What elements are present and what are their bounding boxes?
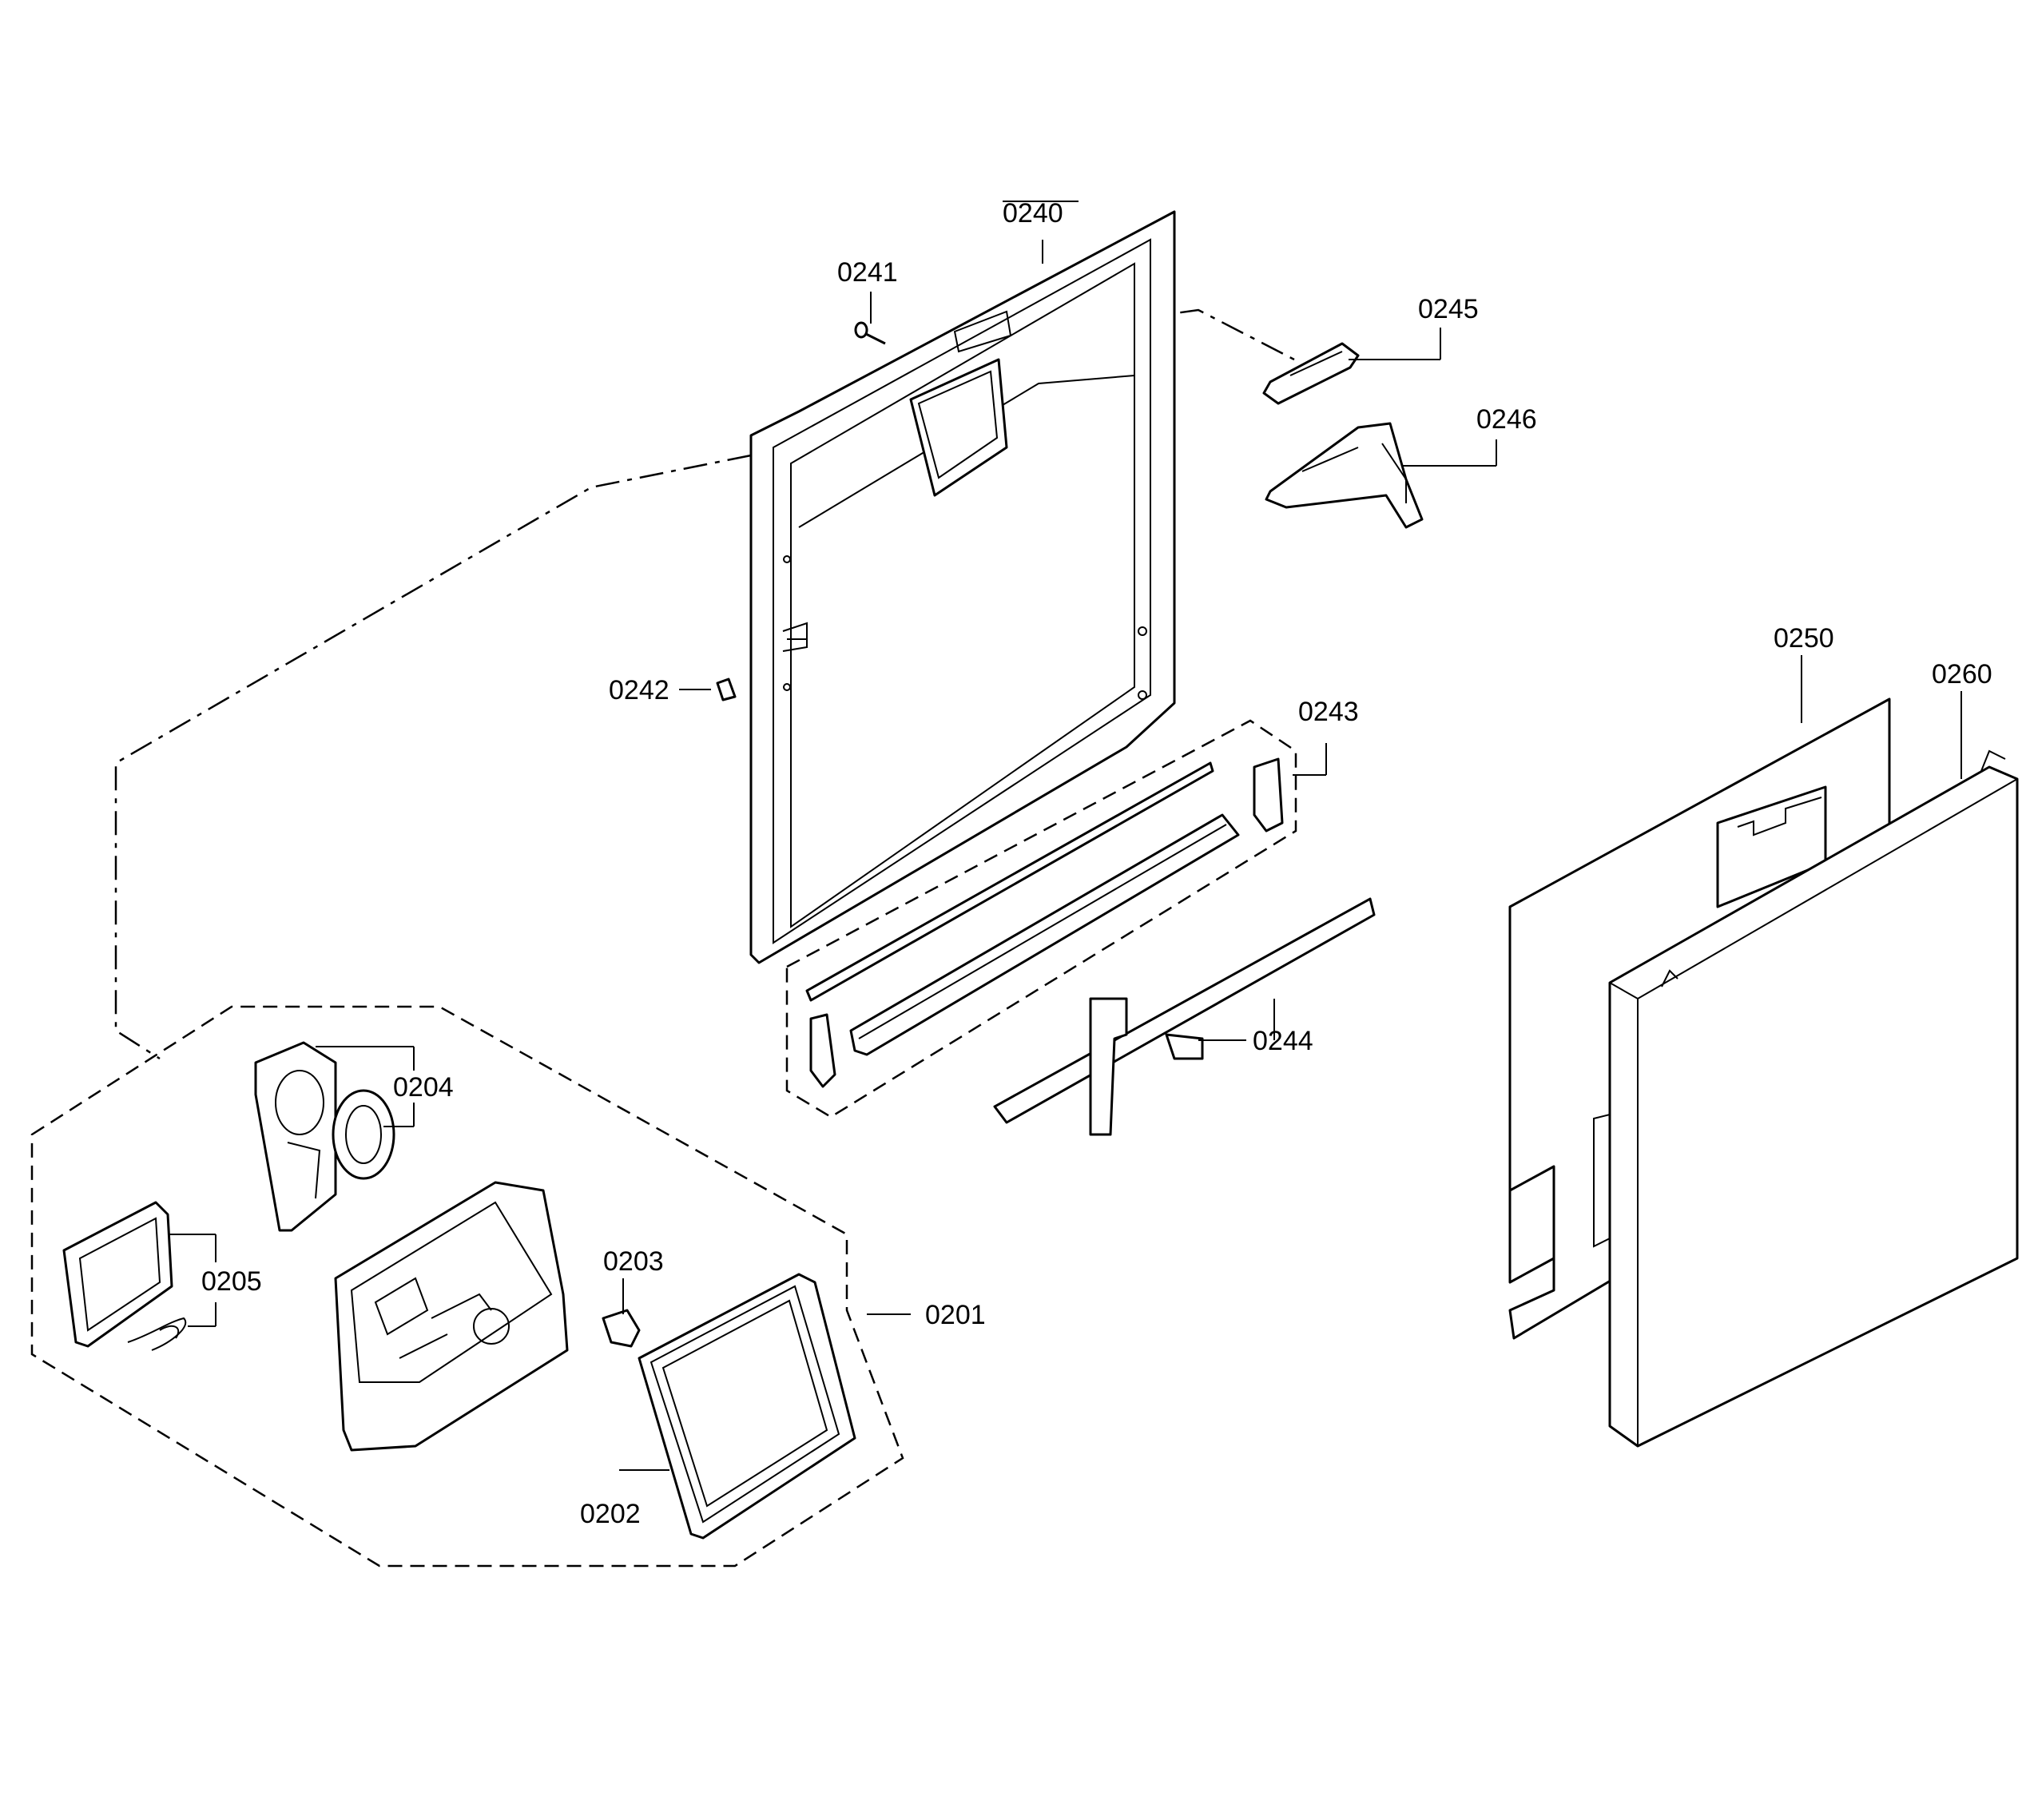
seal-ring-0204 [332, 1089, 395, 1180]
window-frame-0202 [638, 1273, 856, 1540]
label-0244: 0244 [1253, 1026, 1313, 1056]
leader-lines [168, 201, 1962, 1471]
label-0204: 0204 [393, 1072, 454, 1103]
handle-piece-0246 [1265, 422, 1424, 529]
label-0205: 0205 [201, 1266, 262, 1297]
handle-bracket-0245 [1262, 342, 1360, 405]
label-0241: 0241 [837, 257, 898, 288]
label-0201: 0201 [925, 1300, 986, 1330]
spring-0205 [127, 1317, 187, 1351]
group-0201-outline [30, 1005, 904, 1568]
label-0250: 0250 [1774, 623, 1834, 654]
inner-door-frame [749, 210, 1176, 964]
label-0245: 0245 [1418, 294, 1479, 324]
label-0242: 0242 [609, 675, 669, 705]
group-0243-outline [785, 719, 1297, 1119]
label-0243: 0243 [1298, 697, 1359, 727]
label-0246: 0246 [1476, 404, 1537, 435]
door-cover-0260 [1593, 749, 2019, 1448]
base-bar-0244 [993, 897, 1376, 1136]
clip-0203 [602, 1309, 641, 1348]
label-0240: 0240 [1003, 198, 1063, 228]
label-0203: 0203 [603, 1246, 664, 1277]
label-0260: 0260 [1932, 659, 1992, 689]
assembly-guide-line [114, 454, 752, 1060]
sealing-strips-0243 [805, 757, 1284, 1088]
label-0202: 0202 [580, 1499, 641, 1529]
screw-0241 [854, 321, 886, 345]
cover-plate-0205 [62, 1201, 173, 1348]
control-module [334, 1181, 569, 1452]
bracket-0204 [254, 1041, 337, 1232]
screw-0242 [716, 678, 737, 701]
